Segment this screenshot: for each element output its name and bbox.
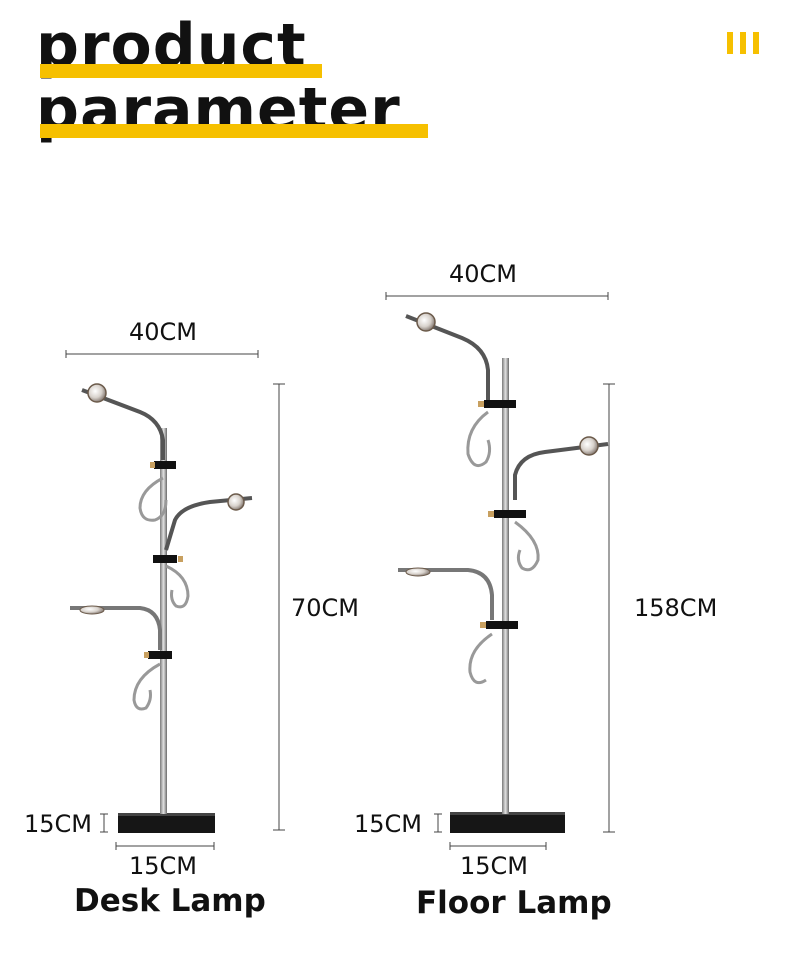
three-bars-icon	[727, 32, 759, 54]
desk-lamp-drawing	[65, 350, 285, 850]
title-underline-2	[40, 124, 428, 138]
floor-lamp-height-label: 158CM	[634, 594, 718, 622]
title-underline-1	[40, 64, 322, 78]
desk-lamp-title: Desk Lamp	[74, 883, 266, 919]
floor-lamp-drawing	[385, 292, 615, 850]
floor-lamp-base-height-label: 15CM	[354, 810, 423, 838]
desk-lamp-width-label: 40CM	[129, 318, 198, 346]
floor-lamp-base-width-label: 15CM	[460, 852, 529, 880]
floor-lamp-width-label: 40CM	[449, 260, 518, 288]
floor-lamp-title: Floor Lamp	[416, 885, 612, 921]
desk-lamp-base-width-label: 15CM	[129, 852, 198, 880]
desk-lamp-height-label: 70CM	[291, 594, 360, 622]
desk-lamp-base-height-label: 15CM	[24, 810, 93, 838]
